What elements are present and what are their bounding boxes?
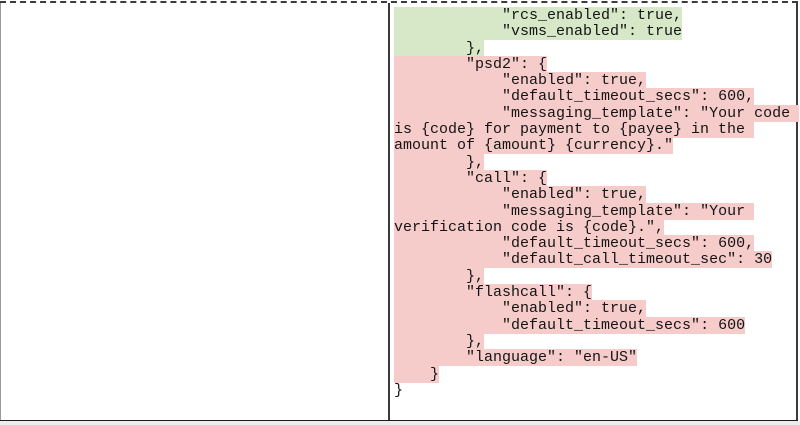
- diff-segment-none: }: [394, 381, 404, 399]
- diff-right-pane: "rcs_enabled": true, "vsms_enabled": tru…: [388, 3, 800, 420]
- diff-code: "rcs_enabled": true, "vsms_enabled": tru…: [390, 3, 800, 399]
- bottom-strip: [0, 421, 800, 425]
- diff-left-pane: [0, 3, 388, 420]
- diff-segment-added: "rcs_enabled": true, "vsms_enabled": tru…: [394, 7, 683, 57]
- diff-segment-removed: "psd2": { "enabled": true, "default_time…: [394, 55, 800, 383]
